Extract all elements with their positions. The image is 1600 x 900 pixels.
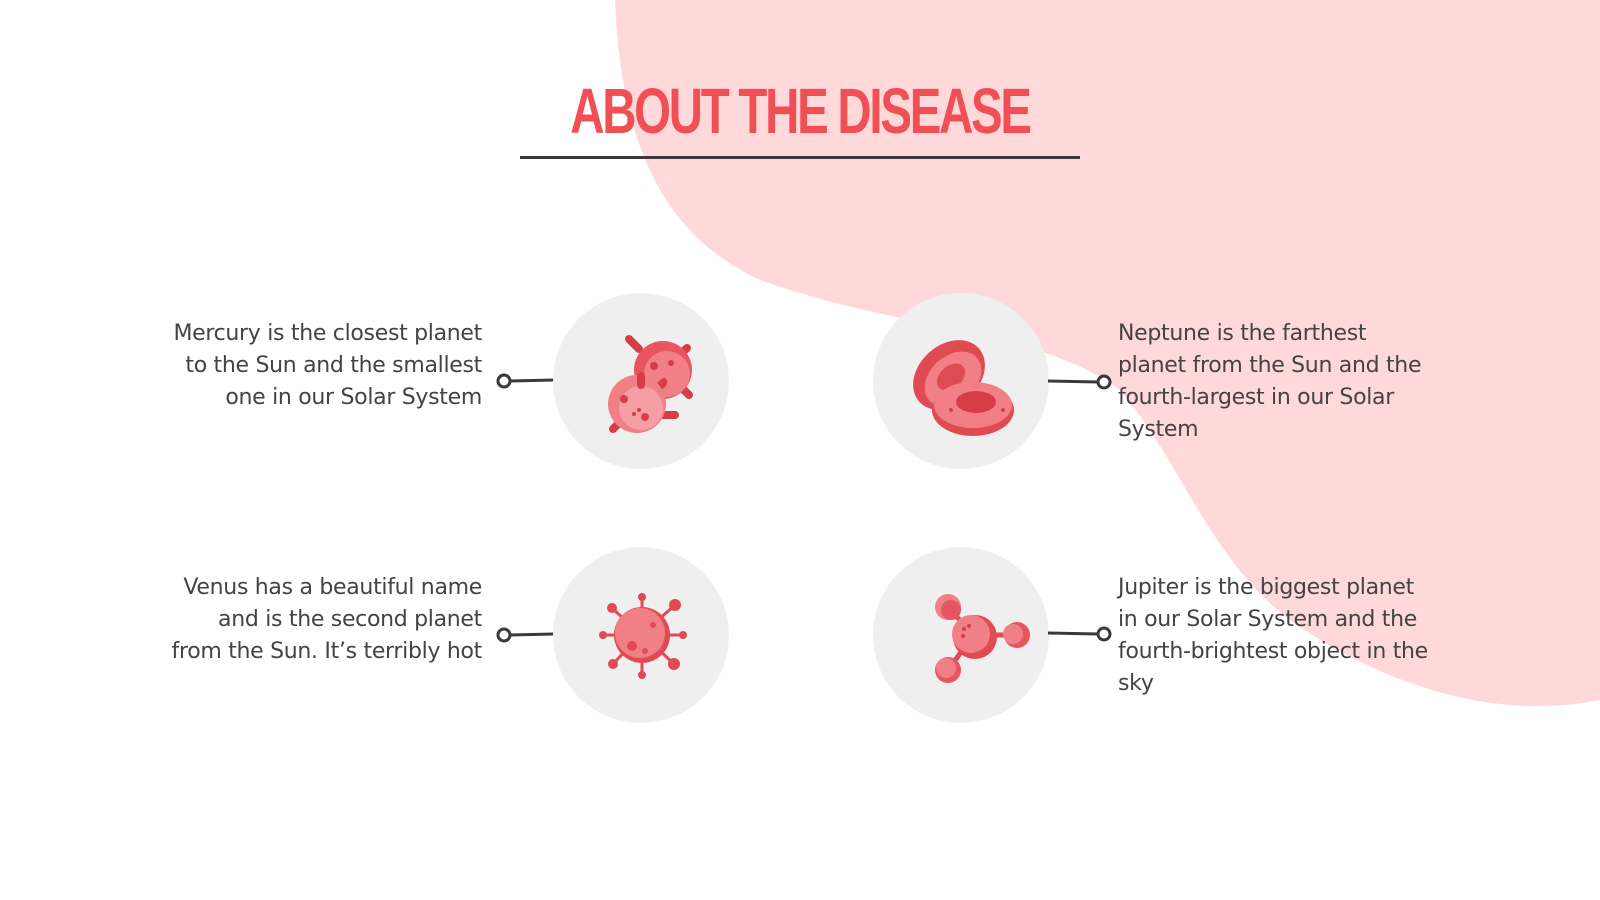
virus-icon xyxy=(599,593,687,679)
page-title: ABOUT THE DISEASE xyxy=(570,75,1032,147)
item-description-2: Neptune is the farthest planet from the … xyxy=(1118,321,1422,442)
molecule-icon xyxy=(935,594,1030,683)
icon-circle-2 xyxy=(873,293,1049,469)
connector-1 xyxy=(496,373,555,389)
connector-3 xyxy=(496,627,555,643)
item-description-1: Mercury is the closest planet to the Sun… xyxy=(173,321,482,410)
item-description-4: Jupiter is the biggest planet in our Sol… xyxy=(1118,575,1428,696)
connector-2 xyxy=(1047,374,1112,390)
connector-4 xyxy=(1047,626,1112,642)
item-description-3: Venus has a beautiful name and is the se… xyxy=(171,575,483,664)
icon-circle-4 xyxy=(873,547,1049,723)
title-underline xyxy=(520,156,1080,159)
bacteria-cluster-icon xyxy=(608,335,693,433)
red-blood-cells-icon xyxy=(913,340,1014,436)
icon-circle-3 xyxy=(553,547,729,723)
icon-circle-1 xyxy=(553,293,729,469)
